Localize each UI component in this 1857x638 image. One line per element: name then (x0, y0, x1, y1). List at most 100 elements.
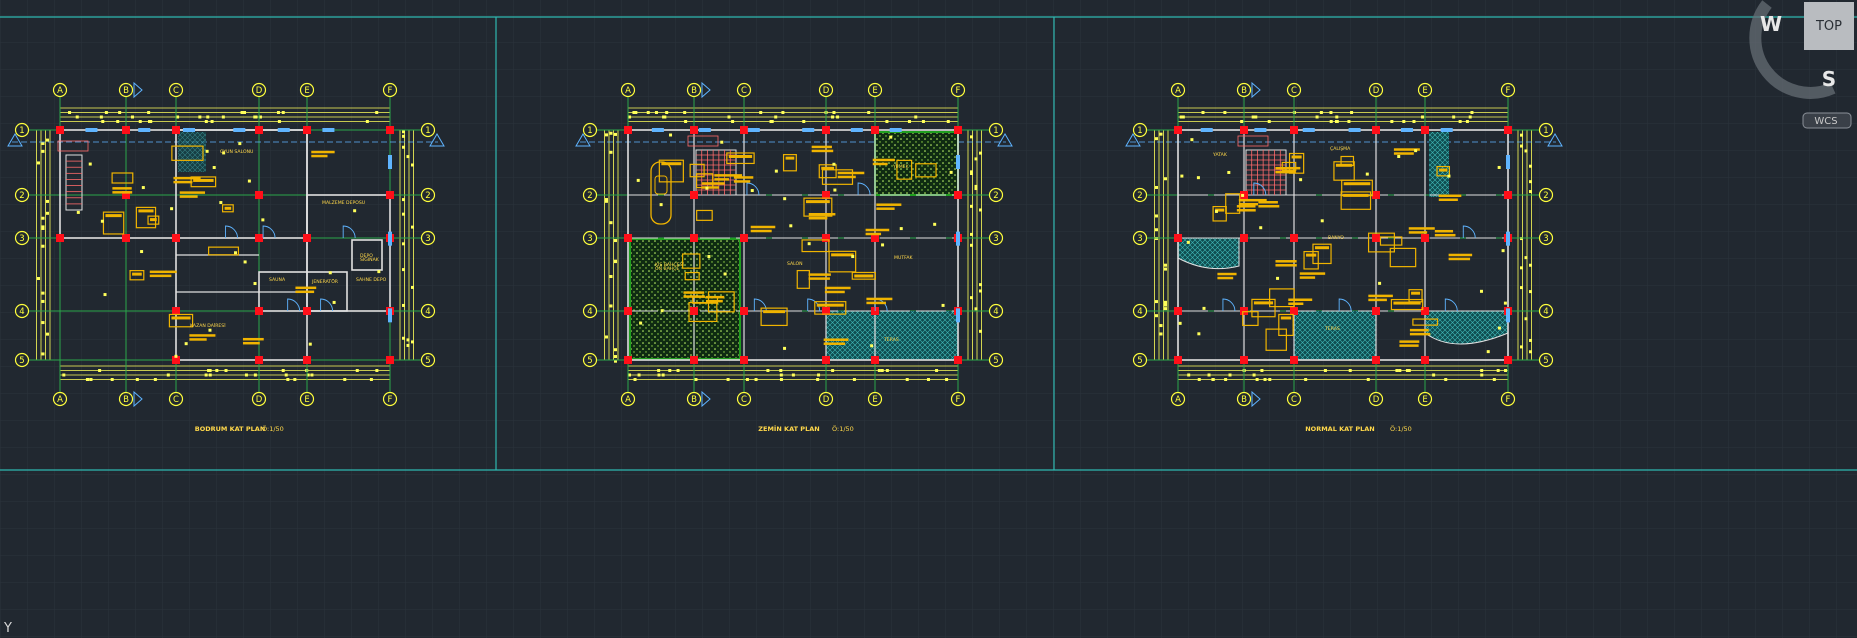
grid-bubble-number (582, 352, 598, 368)
furniture (1265, 328, 1287, 351)
viewcube[interactable]: TOP W S WCS (1747, 0, 1857, 130)
dimension-tick (707, 255, 711, 259)
plan-scale: Ö:1/50 (262, 424, 284, 433)
window (388, 231, 392, 246)
annotation-bar (1236, 205, 1256, 208)
window (388, 308, 392, 323)
grid-bubble-letter-label: B (1241, 395, 1247, 405)
dimension-tick (204, 373, 208, 377)
dimension-tick (293, 378, 297, 381)
dimension-tick (609, 275, 613, 279)
window (183, 128, 196, 132)
dimension-tick (276, 111, 280, 114)
section-marker-left (7, 133, 23, 147)
dimension-tick (1398, 369, 1402, 372)
dimension-tick (926, 378, 930, 381)
furniture (689, 163, 705, 178)
dimension-tick (37, 161, 40, 165)
room-label: JENERATÖR (311, 278, 339, 285)
compass-west-label[interactable]: W (1760, 12, 1782, 36)
dimension-tick (140, 250, 144, 254)
furniture (684, 271, 700, 281)
dimension-tick (754, 378, 758, 381)
annotation-bar (173, 180, 193, 184)
grid-bubble-number (1538, 230, 1554, 246)
dimension-tick (377, 270, 381, 274)
furniture-detail (854, 274, 874, 278)
dimension-tick (609, 131, 613, 135)
structural-column (954, 126, 962, 134)
grid-bubble-letter (736, 82, 752, 98)
grid-bubble-letter (1236, 82, 1252, 98)
dimension-tick (1524, 256, 1528, 260)
grid-bubble-letter (950, 391, 966, 407)
grid-bubble-letter-label: A (625, 395, 631, 405)
dimension-tick (166, 373, 170, 377)
furniture (814, 301, 847, 315)
annotation-bar (189, 338, 207, 341)
annotation-bar (1275, 260, 1297, 263)
dimension-tick (614, 348, 617, 352)
compass-south-label[interactable]: S (1822, 67, 1836, 91)
grid-bubble-letter (620, 391, 636, 407)
structural-column (1290, 307, 1298, 315)
dimension-tick (941, 303, 945, 307)
grid-bubble-number (988, 352, 1004, 368)
annotation-bar (1299, 272, 1326, 275)
dimension-tick (1529, 180, 1532, 184)
dimension-tick (979, 151, 982, 155)
dimension-tick (46, 138, 49, 142)
dimension-tick (970, 243, 973, 247)
dimension-tick (946, 120, 950, 123)
viewcube-top-face[interactable] (1804, 2, 1854, 50)
window (138, 128, 151, 132)
structural-column (303, 307, 311, 315)
dimension-tick (75, 115, 79, 119)
structural-column (690, 234, 698, 242)
grid-bubble-letter (686, 391, 702, 407)
grid-bubble-letter-label: C (173, 395, 179, 405)
dimension-tick (219, 201, 223, 205)
dimension-tick (310, 373, 314, 377)
annotation-bar (1275, 264, 1297, 267)
grid-bubble-number-label: 5 (425, 356, 430, 366)
furniture (896, 159, 913, 180)
staircase (57, 140, 89, 211)
dimension-tick (1335, 120, 1339, 123)
furniture (171, 145, 204, 161)
annotation-bar (1238, 198, 1267, 202)
annotation-bar (1438, 198, 1458, 202)
door-swing (1338, 298, 1352, 312)
dimension-tick (402, 212, 405, 216)
annotation-bar (824, 290, 845, 294)
grid-bubble-number-label: 2 (1137, 191, 1142, 201)
grid-bubble-letter (1368, 391, 1384, 407)
grid-bubble-letter (620, 82, 636, 98)
dimension-tick (646, 111, 650, 114)
section-arrow (133, 81, 143, 99)
grid-bubble-letter (382, 82, 398, 98)
door-swing (262, 225, 276, 239)
annotation-bar (808, 213, 836, 216)
grid-bubble-number-label: 5 (1543, 356, 1548, 366)
grid-bubble-number (1132, 303, 1148, 319)
dimension-tick (1529, 338, 1532, 342)
dimension-tick (207, 369, 211, 372)
wcs-button[interactable] (1802, 112, 1852, 129)
annotation-bar (808, 217, 828, 220)
grid-bubble-letter (1170, 391, 1186, 407)
dimension-tick (1412, 120, 1416, 123)
grid-bubble-letter-label: E (1422, 86, 1427, 96)
grid-bubble-number-label: 1 (19, 126, 24, 136)
dimension-tick (243, 260, 247, 264)
room-label: YEMEK (892, 164, 910, 170)
annotation-bar (750, 229, 772, 233)
structural-column (1290, 126, 1298, 134)
dimension-tick (402, 303, 405, 307)
annotation-bar (1236, 209, 1256, 212)
structural-column (954, 191, 962, 199)
dimension-tick (103, 293, 107, 297)
furniture-detail (1335, 163, 1353, 167)
grid-bubble-number (1132, 122, 1148, 138)
